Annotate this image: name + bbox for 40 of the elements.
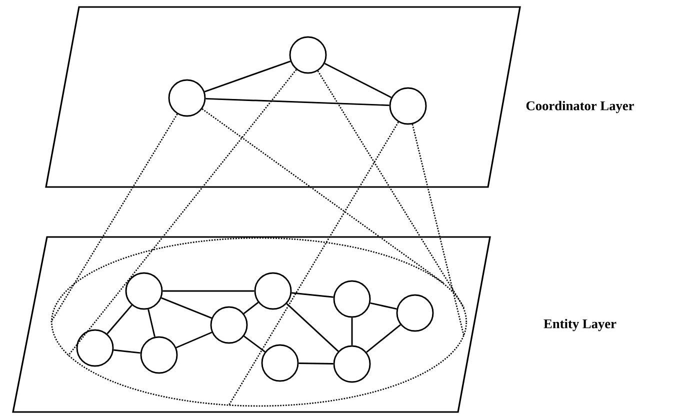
link-line xyxy=(114,349,140,354)
projection-line xyxy=(202,108,444,284)
circle-node xyxy=(333,280,371,318)
link-line xyxy=(176,332,212,348)
link-line xyxy=(244,336,266,352)
circle-node xyxy=(389,87,427,125)
circle-node xyxy=(261,344,299,382)
link-line xyxy=(366,324,401,353)
link-line xyxy=(351,318,353,346)
link-line xyxy=(292,292,334,298)
link-line xyxy=(162,290,254,292)
link-line xyxy=(204,60,291,92)
projection-line xyxy=(50,114,178,322)
circle-node xyxy=(333,345,371,383)
link-line xyxy=(298,362,334,364)
circle-node xyxy=(76,329,114,367)
node-label: Entity Layer xyxy=(544,318,616,332)
circle-node xyxy=(396,294,434,332)
projection-line xyxy=(68,69,297,356)
link-line xyxy=(206,98,390,106)
link-line xyxy=(148,309,156,337)
circle-node xyxy=(289,36,327,74)
circle-node xyxy=(210,306,248,344)
dotted-ellipse xyxy=(51,237,467,407)
layer-plane: Coordinator Layer xyxy=(45,6,634,188)
projection-line xyxy=(412,124,465,336)
layer-plane: Entity Layer xyxy=(12,236,616,413)
link-line xyxy=(324,62,392,98)
node-label: Coordinator Layer xyxy=(526,100,634,114)
circle-node xyxy=(140,336,178,374)
link-line xyxy=(243,302,259,314)
link-line xyxy=(161,297,212,319)
link-line xyxy=(106,304,132,334)
link-line xyxy=(370,302,397,310)
circle-node xyxy=(254,272,292,310)
projection-line xyxy=(317,70,465,308)
circle-node xyxy=(125,272,163,310)
circle-node xyxy=(168,79,206,117)
projection-line xyxy=(228,122,399,406)
link-line xyxy=(286,303,339,352)
